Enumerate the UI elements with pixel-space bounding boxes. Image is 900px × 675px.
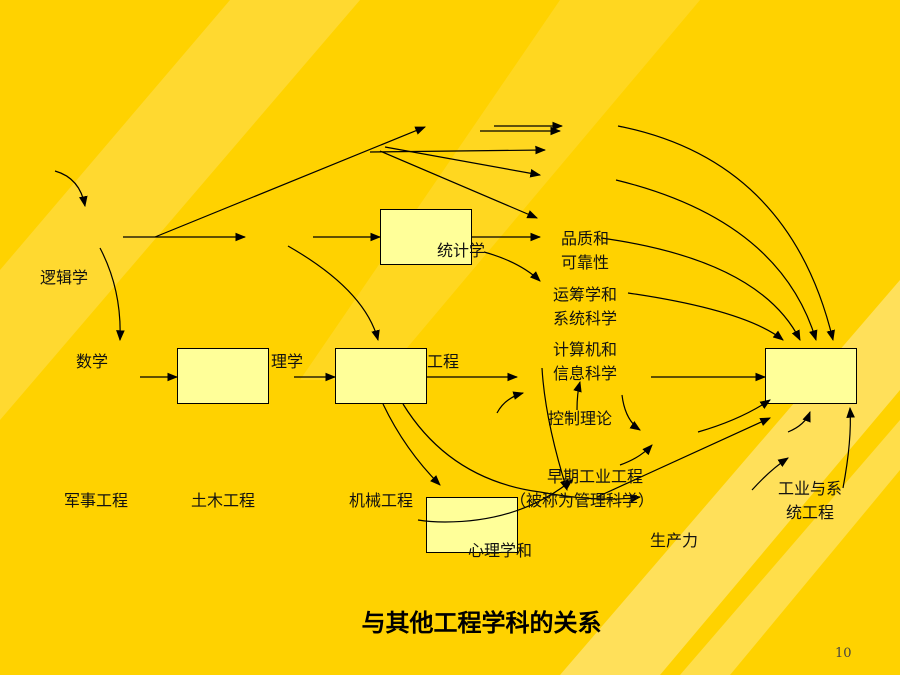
box-engineering — [335, 348, 427, 404]
box-top — [380, 209, 472, 265]
node-psych-clip: 心理学和 — [468, 540, 548, 560]
node-early-ie-line2: （被称为管理科学） — [510, 491, 655, 510]
node-civil: 土木工程 — [191, 491, 256, 510]
node-or-line1: 运筹学和 — [553, 285, 618, 304]
node-engineering: 工程 — [427, 352, 460, 371]
node-quality-line1: 品质和 — [560, 229, 609, 248]
node-productivity-clip: 生产力 — [650, 530, 710, 560]
node-control: 控制理论 — [548, 409, 613, 428]
box-psychology — [426, 497, 518, 553]
node-psych: 心理学和 — [468, 541, 533, 560]
node-ise-line2: 统工程 — [785, 503, 834, 522]
node-mechanical: 机械工程 — [349, 491, 414, 510]
node-engineering-clip: 工程 — [427, 351, 467, 375]
box-ise — [765, 348, 857, 404]
node-productivity: 生产力 — [650, 531, 699, 550]
node-ise-line1: 工业与系 — [777, 479, 842, 498]
node-physics: 理学 — [271, 352, 304, 371]
node-or-line2: 系统科学 — [553, 309, 618, 328]
node-cs-line1: 计算机和 — [553, 340, 618, 359]
node-logic: 逻辑学 — [40, 268, 89, 287]
node-early-ie-line1: 早期工业工程 — [546, 467, 643, 486]
node-math: 数学 — [76, 352, 109, 371]
node-military: 军事工程 — [64, 491, 129, 510]
node-statistics: 统计学 — [437, 241, 486, 260]
node-quality-line2: 可靠性 — [560, 253, 609, 272]
page-number: 10 — [835, 646, 852, 661]
node-physics-clip: 理学 — [269, 351, 309, 375]
node-cs-line2: 信息科学 — [553, 364, 618, 383]
slide-title: 与其他工程学科的关系 — [361, 609, 602, 637]
